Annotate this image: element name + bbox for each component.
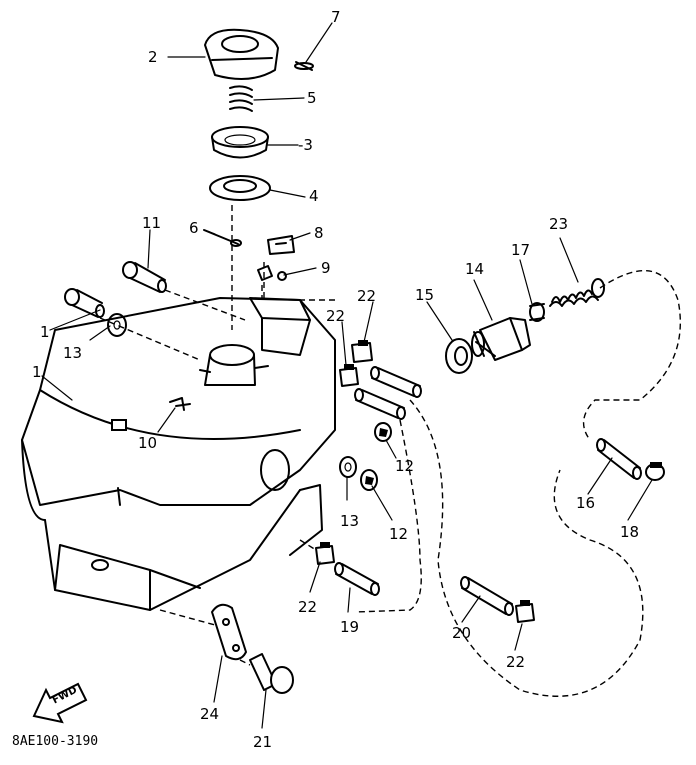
leader-lines <box>41 22 653 729</box>
plate-bolt <box>249 653 294 694</box>
callout-13-center: 13 <box>340 512 360 530</box>
callout-15: 15 <box>415 286 435 304</box>
washer-center <box>339 456 357 478</box>
washer-left <box>107 313 127 337</box>
vent-hose <box>460 576 514 616</box>
callout-22-c: 22 <box>298 598 318 616</box>
callout-18: 18 <box>620 523 640 541</box>
callout-21: 21 <box>253 733 273 751</box>
small-clip <box>257 265 287 281</box>
callout-13-left: 13 <box>63 344 83 362</box>
callout-20: 20 <box>452 624 472 642</box>
tank-clip <box>169 397 191 411</box>
callout-1-lower: 1 <box>32 363 42 381</box>
fuel-strainer <box>549 278 605 307</box>
callout-3: -3 <box>298 136 313 154</box>
fuel-cock <box>471 317 531 361</box>
callout-7: 7 <box>331 8 341 26</box>
hose-clamp-c <box>315 542 335 565</box>
callout-5: 5 <box>307 89 317 107</box>
o-ring <box>445 338 473 374</box>
tank-bolt-upper <box>122 261 167 293</box>
feed-hose-clip <box>645 462 665 481</box>
cap-spring <box>229 85 253 112</box>
outlet-hose-upper <box>370 366 422 398</box>
callout-23: 23 <box>549 215 569 233</box>
callout-2: 2 <box>148 48 158 66</box>
routing-lines <box>99 205 682 697</box>
hose-clip-lower <box>360 469 378 491</box>
fitting-nut <box>529 302 545 322</box>
hose-clamp-d <box>515 600 535 623</box>
tank-bolt-lower <box>64 288 105 318</box>
fuel-cap <box>204 28 279 80</box>
filler-neck <box>199 344 269 386</box>
hose-clamp-a <box>351 340 373 363</box>
cap-pin <box>294 61 314 71</box>
cap-seat <box>211 126 269 159</box>
catalog-code: 8AE100-3190 <box>12 734 99 749</box>
cap-gasket <box>209 175 271 201</box>
callout-8: 8 <box>314 224 324 242</box>
callout-11: 11 <box>142 214 162 232</box>
fuel-tank <box>21 297 336 611</box>
mounting-plate <box>211 603 247 661</box>
callout-12-lower: 12 <box>389 525 409 543</box>
fwd-arrow-icon <box>32 682 88 724</box>
feed-hose <box>596 438 642 480</box>
callout-1-upper: 1 <box>40 323 50 341</box>
outlet-hose-lower <box>354 388 406 420</box>
callout-22-b: 22 <box>326 307 346 325</box>
hose-clamp-b <box>339 364 359 387</box>
callout-17: 17 <box>511 241 531 259</box>
callout-19: 19 <box>340 618 360 636</box>
callout-16: 16 <box>576 494 596 512</box>
callout-10: 10 <box>138 434 158 452</box>
callout-6: 6 <box>189 219 199 237</box>
callout-12-upper: 12 <box>395 457 415 475</box>
hose-clip-upper <box>374 422 392 442</box>
bracket-clip <box>267 235 295 255</box>
callout-24: 24 <box>200 705 220 723</box>
callout-4: 4 <box>309 187 319 205</box>
callout-22-a: 22 <box>357 287 377 305</box>
callout-14: 14 <box>465 260 485 278</box>
callout-9: 9 <box>321 259 331 277</box>
return-hose <box>334 562 380 596</box>
callout-22-d: 22 <box>506 653 526 671</box>
